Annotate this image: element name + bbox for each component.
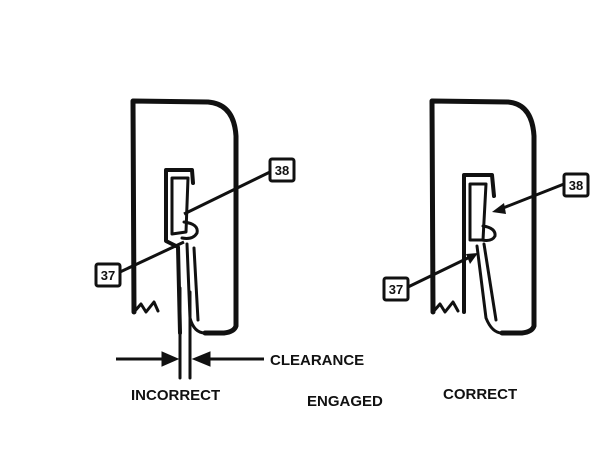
- correct-housing-outline: [429, 98, 537, 336]
- correct-latch: [468, 182, 488, 242]
- clearance-arrow-right-head: [191, 351, 211, 367]
- clearance-label: CLEARANCE: [270, 352, 364, 369]
- correct-figure: [429, 98, 537, 336]
- incorrect-latch-hook: [180, 220, 199, 240]
- clearance-arrow-left-head: [161, 351, 180, 367]
- correct-break-line: [431, 300, 460, 314]
- callout-right-37-leader: [407, 254, 473, 289]
- correct-slot-outline: [462, 173, 496, 314]
- callout-right-37-arrowhead: [466, 253, 478, 264]
- callout-left-37-leader: [119, 240, 185, 274]
- clearance-arrows: [116, 351, 264, 367]
- callout-left-38-leader: [183, 170, 271, 216]
- incorrect-latch: [170, 176, 190, 236]
- callout-right-38-leader: [497, 182, 565, 212]
- callout-right-37-text: 37: [389, 282, 403, 297]
- callout-left-38-text: 38: [275, 163, 289, 178]
- engaged-label: ENGAGED: [307, 393, 383, 410]
- callout-right-37: 37: [382, 253, 478, 302]
- correct-label: CORRECT: [443, 386, 517, 403]
- callout-right-37-box: [382, 276, 410, 302]
- callout-left-37: 37: [94, 240, 185, 288]
- callout-right-38: 38: [492, 172, 590, 214]
- callout-right-38-box: [562, 172, 590, 198]
- callout-left-38: 38: [183, 157, 296, 216]
- callout-left-37-box: [94, 262, 122, 288]
- callout-right-38-text: 38: [569, 178, 583, 193]
- callout-right-38-arrowhead: [492, 203, 506, 214]
- incorrect-label: INCORRECT: [131, 387, 220, 404]
- correct-latch-hook: [480, 224, 497, 242]
- incorrect-break-line: [132, 300, 160, 314]
- incorrect-housing-outline: [130, 98, 239, 336]
- correct-arm: [475, 242, 504, 335]
- callout-left-37-text: 37: [101, 268, 115, 283]
- callout-left-38-box: [268, 157, 296, 183]
- incorrect-figure: [130, 98, 239, 380]
